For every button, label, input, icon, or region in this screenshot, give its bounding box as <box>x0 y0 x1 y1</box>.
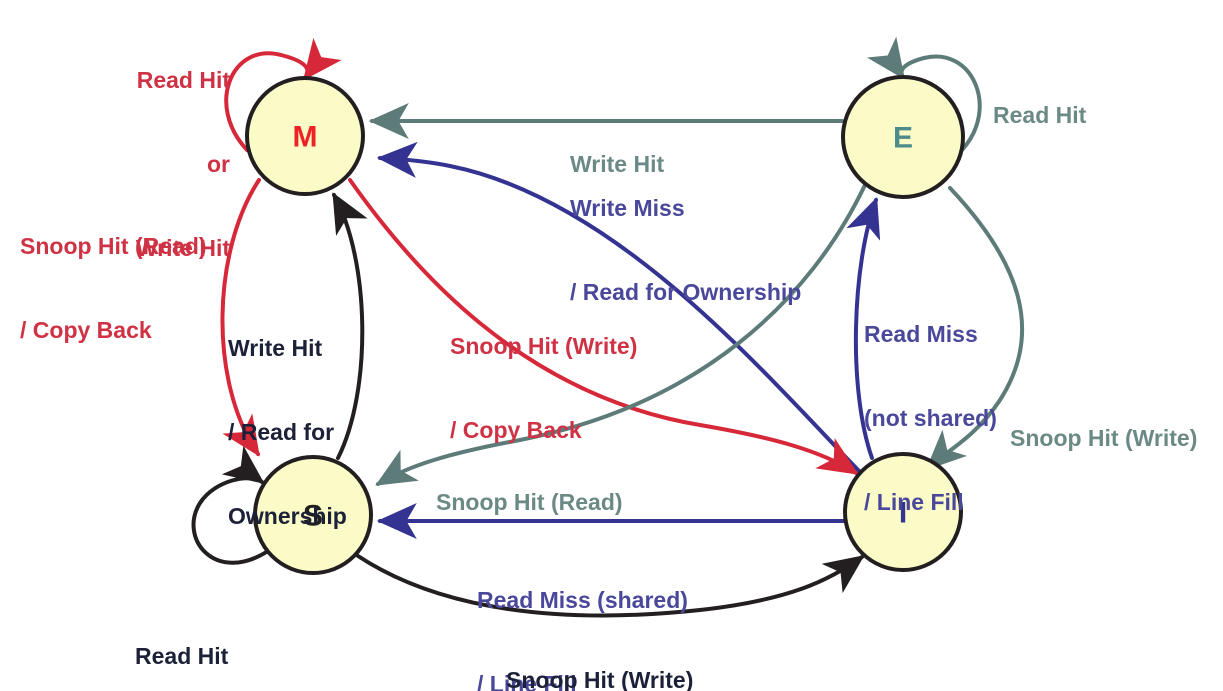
label-e-to-s: Snoop Hit (Read) <box>436 432 623 572</box>
node-i-circle[interactable] <box>843 452 963 572</box>
label-m-to-s: Snoop Hit (Read) / Copy Back <box>20 176 207 400</box>
label-e-to-i: Snoop Hit (Write) <box>1010 368 1197 508</box>
label-i-to-m: Write Miss / Read for Ownership <box>570 138 801 362</box>
label-m-self-line1: Read Hit <box>136 67 230 93</box>
label-e-self-line1: Read Hit <box>993 102 1087 128</box>
label-s-to-m: Write Hit / Read for Ownership <box>228 278 347 586</box>
label-m-to-i-line1: Snoop Hit (Write) <box>450 333 638 359</box>
label-m-to-i: Snoop Hit (Write) / Copy Back <box>450 276 637 500</box>
edge-s-to-i <box>356 554 865 618</box>
edge-m-to-i <box>348 178 859 475</box>
label-s-self: Read Hit or Snoop Hit (Read) <box>135 586 322 691</box>
edge-e-to-s <box>375 183 867 486</box>
node-m-label: M <box>293 121 318 154</box>
label-i-to-e: Read Miss (not shared) / Line Fill <box>864 264 997 572</box>
node-i-label: I <box>899 497 907 530</box>
label-s-to-i: Snoop Hit (Write) <box>506 610 693 691</box>
label-s-to-m-line1: Write Hit <box>228 335 323 361</box>
node-i[interactable]: I <box>843 452 963 572</box>
label-s-to-m-line3: Ownership <box>228 503 347 529</box>
label-e-to-m: Write Hit <box>570 94 664 234</box>
label-m-to-s-line1: Snoop Hit (Read) <box>20 233 207 259</box>
label-m-self-line3: Write Hit <box>135 235 230 261</box>
node-e-label: E <box>893 122 913 155</box>
label-i-to-e-line1: Read Miss <box>864 321 978 347</box>
label-s-to-i-line1: Snoop Hit (Write) <box>506 667 694 691</box>
node-s-circle[interactable] <box>253 455 373 575</box>
node-e[interactable]: E <box>841 75 965 199</box>
edge-i-to-m <box>376 141 864 476</box>
edge-e-self <box>866 36 982 152</box>
node-s-label: S <box>303 500 323 533</box>
label-i-to-e-line2: (not shared) <box>864 405 997 431</box>
label-s-self-line1: Read Hit <box>135 643 229 669</box>
label-m-self-line2: or <box>207 151 230 177</box>
edge-m-to-s <box>220 178 261 457</box>
edge-s-self <box>191 445 270 565</box>
label-e-to-m-line1: Write Hit <box>570 151 665 177</box>
label-e-to-i-line1: Snoop Hit (Write) <box>1010 425 1198 451</box>
label-i-to-s-line2: / Line Fill <box>477 671 577 691</box>
edge-m-self <box>224 37 342 152</box>
edge-e-to-i <box>925 186 1025 471</box>
label-s-to-m-line2: / Read for <box>228 419 335 445</box>
node-s[interactable]: S <box>253 455 373 575</box>
label-i-to-s: Read Miss (shared) / Line Fill <box>477 530 688 691</box>
label-m-to-i-line2: / Copy Back <box>450 417 582 443</box>
label-m-self: Read Hit or Write Hit <box>0 10 230 318</box>
label-e-to-s-line1: Snoop Hit (Read) <box>436 489 623 515</box>
label-i-to-m-line2: / Read for Ownership <box>570 279 802 305</box>
node-m-circle[interactable] <box>245 76 365 196</box>
label-i-to-e-line3: / Line Fill <box>864 489 964 515</box>
label-e-self: Read Hit <box>993 45 1086 185</box>
node-e-circle[interactable] <box>841 75 965 199</box>
label-i-to-m-line1: Write Miss <box>570 195 685 221</box>
node-m[interactable]: M <box>245 76 365 196</box>
label-i-to-s-line1: Read Miss (shared) <box>477 587 688 613</box>
edge-s-to-m <box>332 192 368 460</box>
label-m-to-s-line2: / Copy Back <box>20 317 152 343</box>
edge-i-to-e <box>846 196 881 460</box>
